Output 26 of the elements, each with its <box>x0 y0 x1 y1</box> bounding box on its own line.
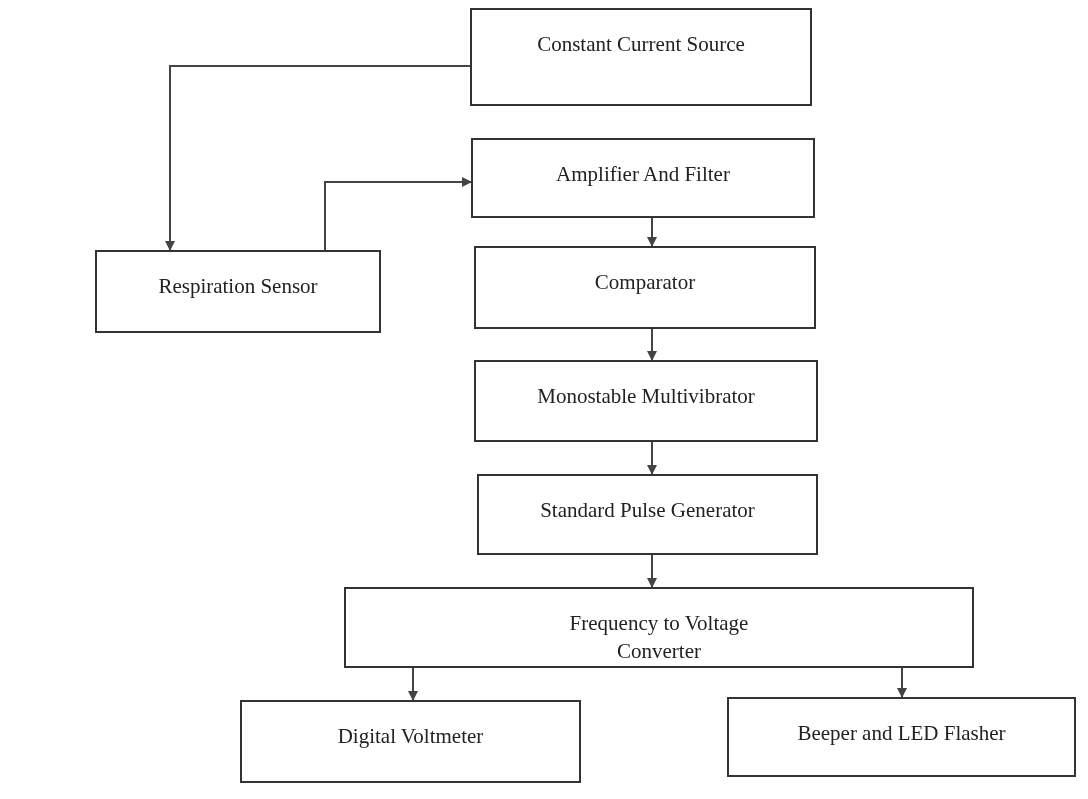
arrow <box>647 328 657 361</box>
box-label: Digital Voltmeter <box>337 723 484 750</box>
box-label: Standard Pulse Generator <box>540 497 755 524</box>
arrow <box>897 667 907 698</box>
box-label: Beeper and LED Flasher <box>797 720 1006 747</box>
box-label: Amplifier And Filter <box>556 161 730 188</box>
box-label: Constant Current Source <box>537 31 745 58</box>
arrow <box>165 65 471 251</box>
box-label: Comparator <box>594 269 696 296</box>
box-label: Respiration Sensor <box>158 273 318 300</box>
process-box <box>727 697 1076 777</box>
arrow <box>647 554 657 588</box>
arrow <box>647 217 657 247</box>
box-label: Monostable Multivibrator <box>537 383 755 410</box>
process-box <box>474 246 816 329</box>
arrow <box>324 177 472 251</box>
process-box <box>95 250 381 333</box>
process-box <box>240 700 581 783</box>
arrow <box>647 441 657 475</box>
process-box <box>474 360 818 442</box>
process-box <box>344 587 974 668</box>
process-box <box>471 138 815 218</box>
arrow <box>408 667 418 701</box>
process-box <box>470 8 812 106</box>
process-box <box>477 474 818 555</box>
box-label: Frequency to Voltage Converter <box>568 610 750 665</box>
